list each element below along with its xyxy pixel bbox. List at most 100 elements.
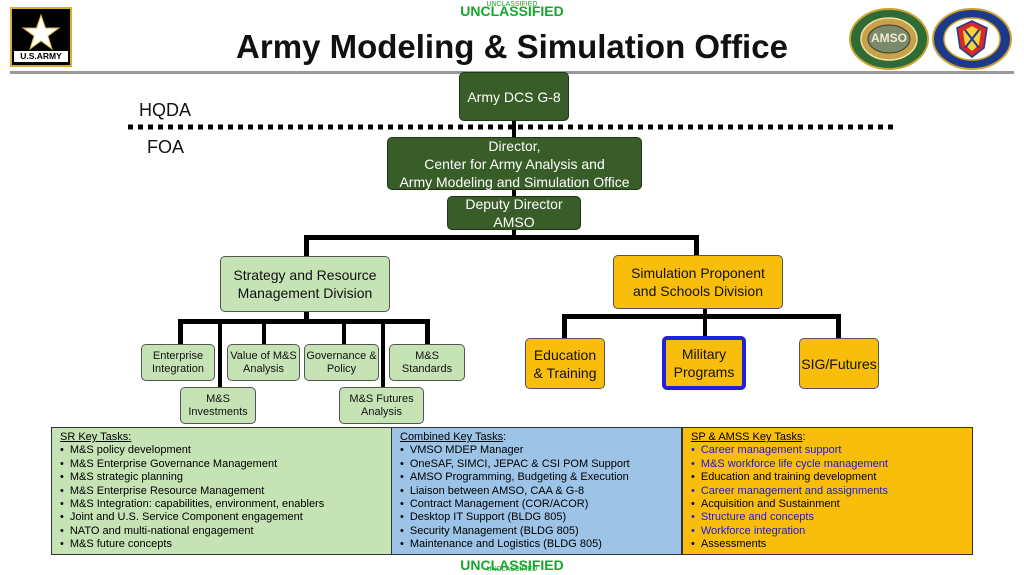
list-item: Contract Management (COR/ACOR): [400, 498, 673, 511]
connector: [342, 319, 346, 344]
unit-line: Value of M&S: [230, 349, 297, 362]
unit-line: Analysis: [361, 405, 402, 418]
hqda-foa-divider: [128, 124, 894, 130]
connector: [703, 314, 707, 336]
heading-colon: :: [503, 431, 507, 443]
list-item: Joint and U.S. Service Component engagem…: [60, 511, 383, 524]
connector: [262, 319, 266, 344]
director-line: Director,: [488, 137, 541, 154]
unit-line: & Training: [533, 364, 597, 381]
dcs-g8-box: Army DCS G-8: [459, 72, 569, 121]
sp-key-tasks-header: SP & AMSS Key Tasks:: [691, 431, 964, 444]
combined-key-tasks-heading: Combined Key Tasks: [400, 431, 504, 443]
star-icon: [21, 13, 61, 51]
connector: [178, 319, 183, 344]
unit-line: Integration: [152, 362, 204, 375]
list-item: Workforce integration: [691, 525, 964, 538]
list-item: M&S Enterprise Governance Management: [60, 458, 383, 471]
unit-line: Investments: [188, 405, 248, 418]
classification-top-small: UNCLASSIFIED: [486, 1, 538, 8]
list-item: Career management and assignments: [691, 485, 964, 498]
list-item: Liaison between AMSO, CAA & G-8: [400, 485, 673, 498]
srmd-line: Management Division: [237, 285, 373, 301]
list-item: Assessments: [691, 538, 964, 551]
army-logo-text: U.S.ARMY: [14, 51, 68, 62]
list-item: M&S Integration: capabilities, environme…: [60, 498, 383, 511]
connector: [218, 319, 222, 387]
unit-line: Programs: [673, 364, 735, 380]
dcs-g8-label: Army DCS G-8: [467, 88, 561, 105]
deputy-line: Deputy Director: [465, 196, 563, 212]
spsd-line: and Schools Division: [633, 283, 763, 299]
list-item: Maintenance and Logistics (BLDG 805): [400, 538, 673, 551]
unit-line: Governance &: [306, 349, 377, 362]
connector: [694, 235, 699, 255]
connector: [512, 121, 516, 137]
combined-key-tasks-panel: Combined Key Tasks: VMSO MDEP Manager On…: [391, 427, 682, 555]
unit-line: Enterprise: [152, 349, 204, 362]
connector: [512, 229, 516, 237]
sp-key-tasks-heading: SP & AMSS Key Tasks: [691, 431, 803, 443]
list-item: OneSAF, SIMCI, JEPAC & CSI POM Support: [400, 458, 673, 471]
unit-line: SIG/Futures: [801, 355, 877, 372]
list-item: M&S Enterprise Resource Management: [60, 485, 383, 498]
director-box: Director, Center for Army Analysis and A…: [387, 137, 642, 190]
connector: [512, 190, 516, 196]
seal-label: AMSO: [871, 31, 907, 45]
unit-line: M&S: [206, 392, 230, 405]
director-line: Army Modeling and Simulation Office: [399, 173, 630, 190]
classification-bottom: UNCLASSIFIED: [460, 557, 564, 573]
list-item: M&S policy development: [60, 444, 383, 457]
unit-line: Education: [533, 346, 597, 363]
list-item: VMSO MDEP Manager: [400, 444, 673, 457]
director-line: Center for Army Analysis and: [424, 155, 605, 172]
combined-key-tasks-header: Combined Key Tasks:: [400, 431, 673, 444]
unit-line: Analysis: [243, 362, 284, 375]
amso-seal: AMSO: [849, 8, 929, 70]
connector: [425, 319, 430, 344]
unit-line: Standards: [401, 362, 453, 375]
sp-amss-key-tasks-panel: SP & AMSS Key Tasks: Career management s…: [682, 427, 973, 555]
list-item: Acquisition and Sustainment: [691, 498, 964, 511]
spsd-box: Simulation Proponent and Schools Divisio…: [613, 255, 783, 309]
connector: [381, 319, 385, 387]
list-item: NATO and multi-national engagement: [60, 525, 383, 538]
list-item: AMSO Programming, Budgeting & Execution: [400, 471, 673, 484]
hqda-label: HQDA: [139, 100, 192, 120]
page-title: Army Modeling & Simulation Office: [236, 28, 788, 65]
unit-line: M&S: [415, 349, 439, 362]
unit-line: Military: [681, 346, 727, 362]
connector: [304, 235, 309, 256]
connector: [562, 314, 567, 338]
classification-top: UNCLASSIFIED: [460, 3, 564, 19]
connector: [562, 314, 841, 319]
unit-sig-futures: SIG/Futures: [799, 338, 879, 389]
center-seal: [932, 8, 1012, 70]
us-army-logo: U.S.ARMY: [10, 7, 72, 67]
unit-education-training: Education& Training: [525, 338, 605, 389]
connector: [304, 312, 309, 321]
list-item: Structure and concepts: [691, 511, 964, 524]
connector: [304, 235, 699, 240]
sr-key-tasks-heading: SR Key Tasks:: [60, 431, 132, 443]
list-item: Education and training development: [691, 471, 964, 484]
list-item: M&S strategic planning: [60, 471, 383, 484]
list-item: M&S workforce life cycle management: [691, 458, 964, 471]
unit-line: Policy: [326, 362, 357, 375]
unit-line: M&S Futures: [349, 392, 414, 405]
srmd-line: Strategy and Resource: [233, 267, 377, 283]
list-item: Career management support: [691, 444, 964, 457]
foa-label: FOA: [147, 137, 185, 157]
connector: [836, 314, 841, 338]
heading-colon: :: [802, 431, 806, 443]
spsd-line: Simulation Proponent: [631, 265, 765, 281]
connector: [703, 309, 707, 316]
unit-governance-policy: Governance &Policy: [304, 344, 379, 381]
list-item: M&S future concepts: [60, 538, 383, 551]
